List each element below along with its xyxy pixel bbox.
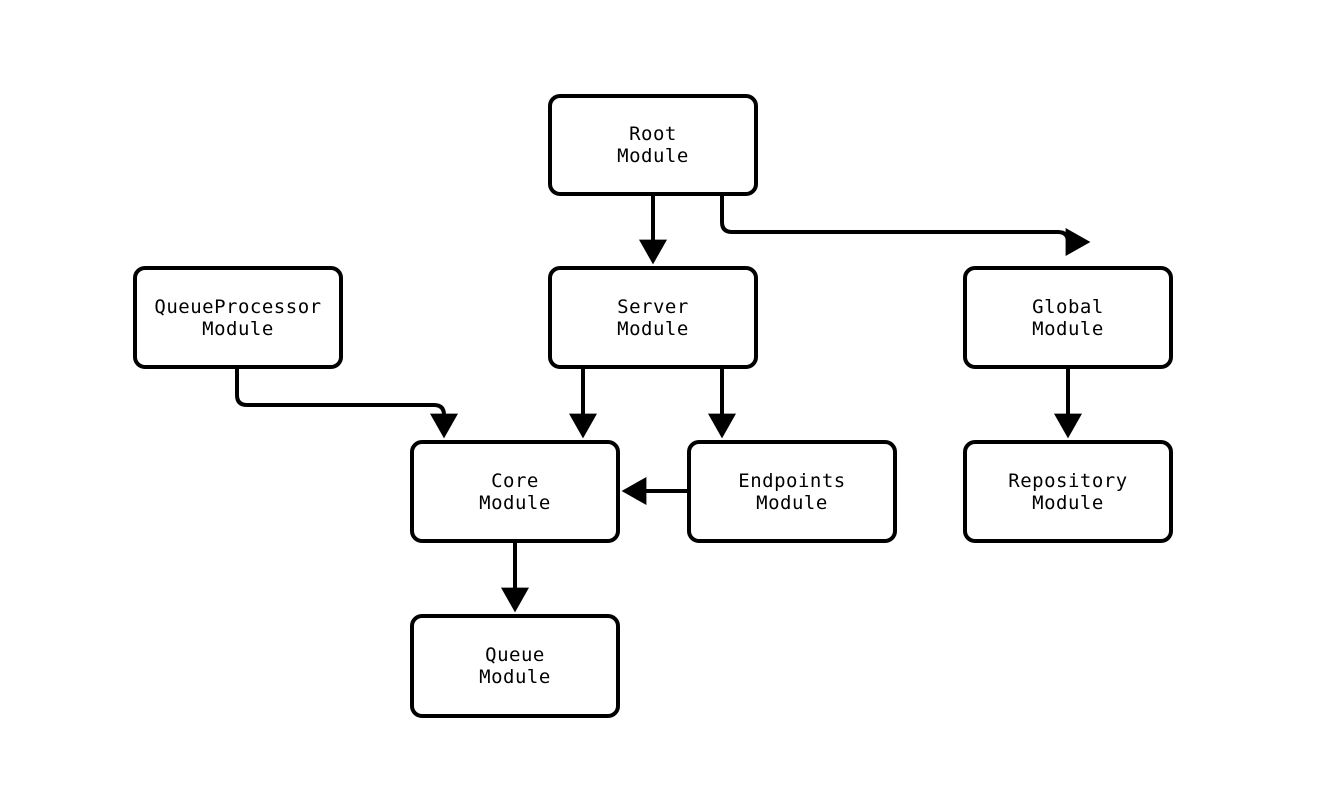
node-global-line1: Global <box>1032 295 1104 318</box>
node-root-line2: Module <box>617 145 689 167</box>
node-repository-line2: Module <box>1032 491 1104 514</box>
node-endpoints[interactable]: Endpoints Module <box>687 440 897 543</box>
node-server[interactable]: Server Module <box>548 266 758 369</box>
node-server-line1: Server <box>617 295 689 318</box>
node-repository-line1: Repository <box>1008 469 1128 492</box>
edge-root-global <box>720 196 1082 265</box>
node-queue-line2: Module <box>479 666 551 688</box>
node-global-line2: Module <box>1032 317 1104 340</box>
node-queueprocessor[interactable]: QueueProcessor Module <box>133 266 343 369</box>
node-core[interactable]: Core Module <box>410 440 620 543</box>
node-endpoints-line1: Endpoints <box>738 469 846 492</box>
node-endpoints-line2: Module <box>756 491 828 514</box>
node-core-line1: Core <box>491 469 539 492</box>
node-core-line2: Module <box>479 491 551 514</box>
node-queue[interactable]: Queue Module <box>410 614 620 718</box>
node-global[interactable]: Global Module <box>963 266 1173 369</box>
node-queueprocessor-line1: QueueProcessor <box>154 295 322 318</box>
node-server-line2: Module <box>617 317 689 340</box>
node-root-line1: Root <box>629 123 677 145</box>
node-queueprocessor-line2: Module <box>202 317 274 340</box>
node-queue-line1: Queue <box>485 644 545 666</box>
node-repository[interactable]: Repository Module <box>963 440 1173 543</box>
node-root[interactable]: Root Module <box>548 94 758 196</box>
edge-queueprocessor-core <box>235 369 458 439</box>
edge-group <box>235 196 1082 613</box>
